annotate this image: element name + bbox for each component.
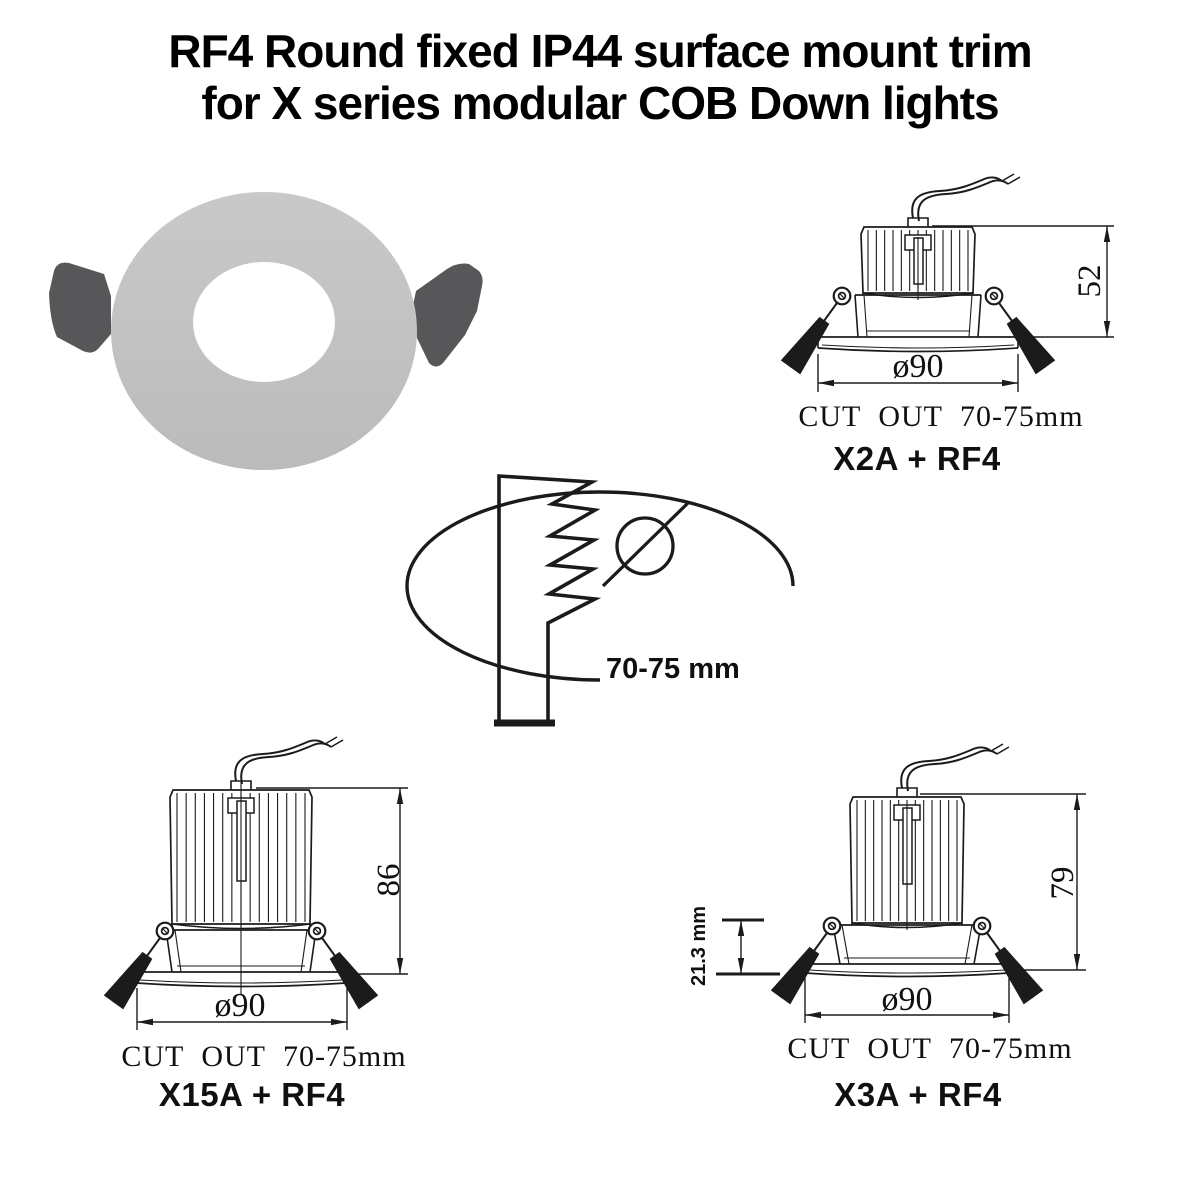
- cutout-note-x15a: CUT OUT 70-75mm: [121, 1040, 406, 1073]
- dim-height-x15a: 86: [371, 864, 407, 897]
- cutout-range-label: 70-75 mm: [606, 653, 740, 685]
- dim-height-x3a: 79: [1045, 867, 1081, 900]
- dim-diameter-x2a: ø90: [893, 348, 944, 385]
- dim-height-x2a: 52: [1072, 265, 1108, 298]
- page-title: RF4 Round fixed IP44 surface mount trim …: [0, 25, 1200, 129]
- fixture-x3a-drawing: [716, 743, 1086, 1023]
- cutout-note-x3a: CUT OUT 70-75mm: [787, 1032, 1072, 1065]
- cutout-cross-section: [405, 474, 795, 727]
- title-line-2: for X series modular COB Down lights: [201, 76, 999, 129]
- dim-protrusion-x3a: 21.3 mm: [688, 906, 710, 986]
- model-label-x2a: X2A + RF4: [833, 440, 1001, 477]
- dim-diameter-x3a: ø90: [882, 981, 933, 1018]
- cutout-note-x2a: CUT OUT 70-75mm: [798, 400, 1083, 433]
- title-line-1: RF4 Round fixed IP44 surface mount trim: [168, 25, 1032, 77]
- trim-ring-illustration: [49, 192, 483, 470]
- model-label-x3a: X3A + RF4: [834, 1076, 1002, 1113]
- dim-diameter-x15a: ø90: [215, 987, 266, 1024]
- fixture-x2a-drawing: [780, 173, 1114, 392]
- model-label-x15a: X15A + RF4: [159, 1076, 345, 1113]
- fixture-x15a-drawing: [103, 736, 408, 1030]
